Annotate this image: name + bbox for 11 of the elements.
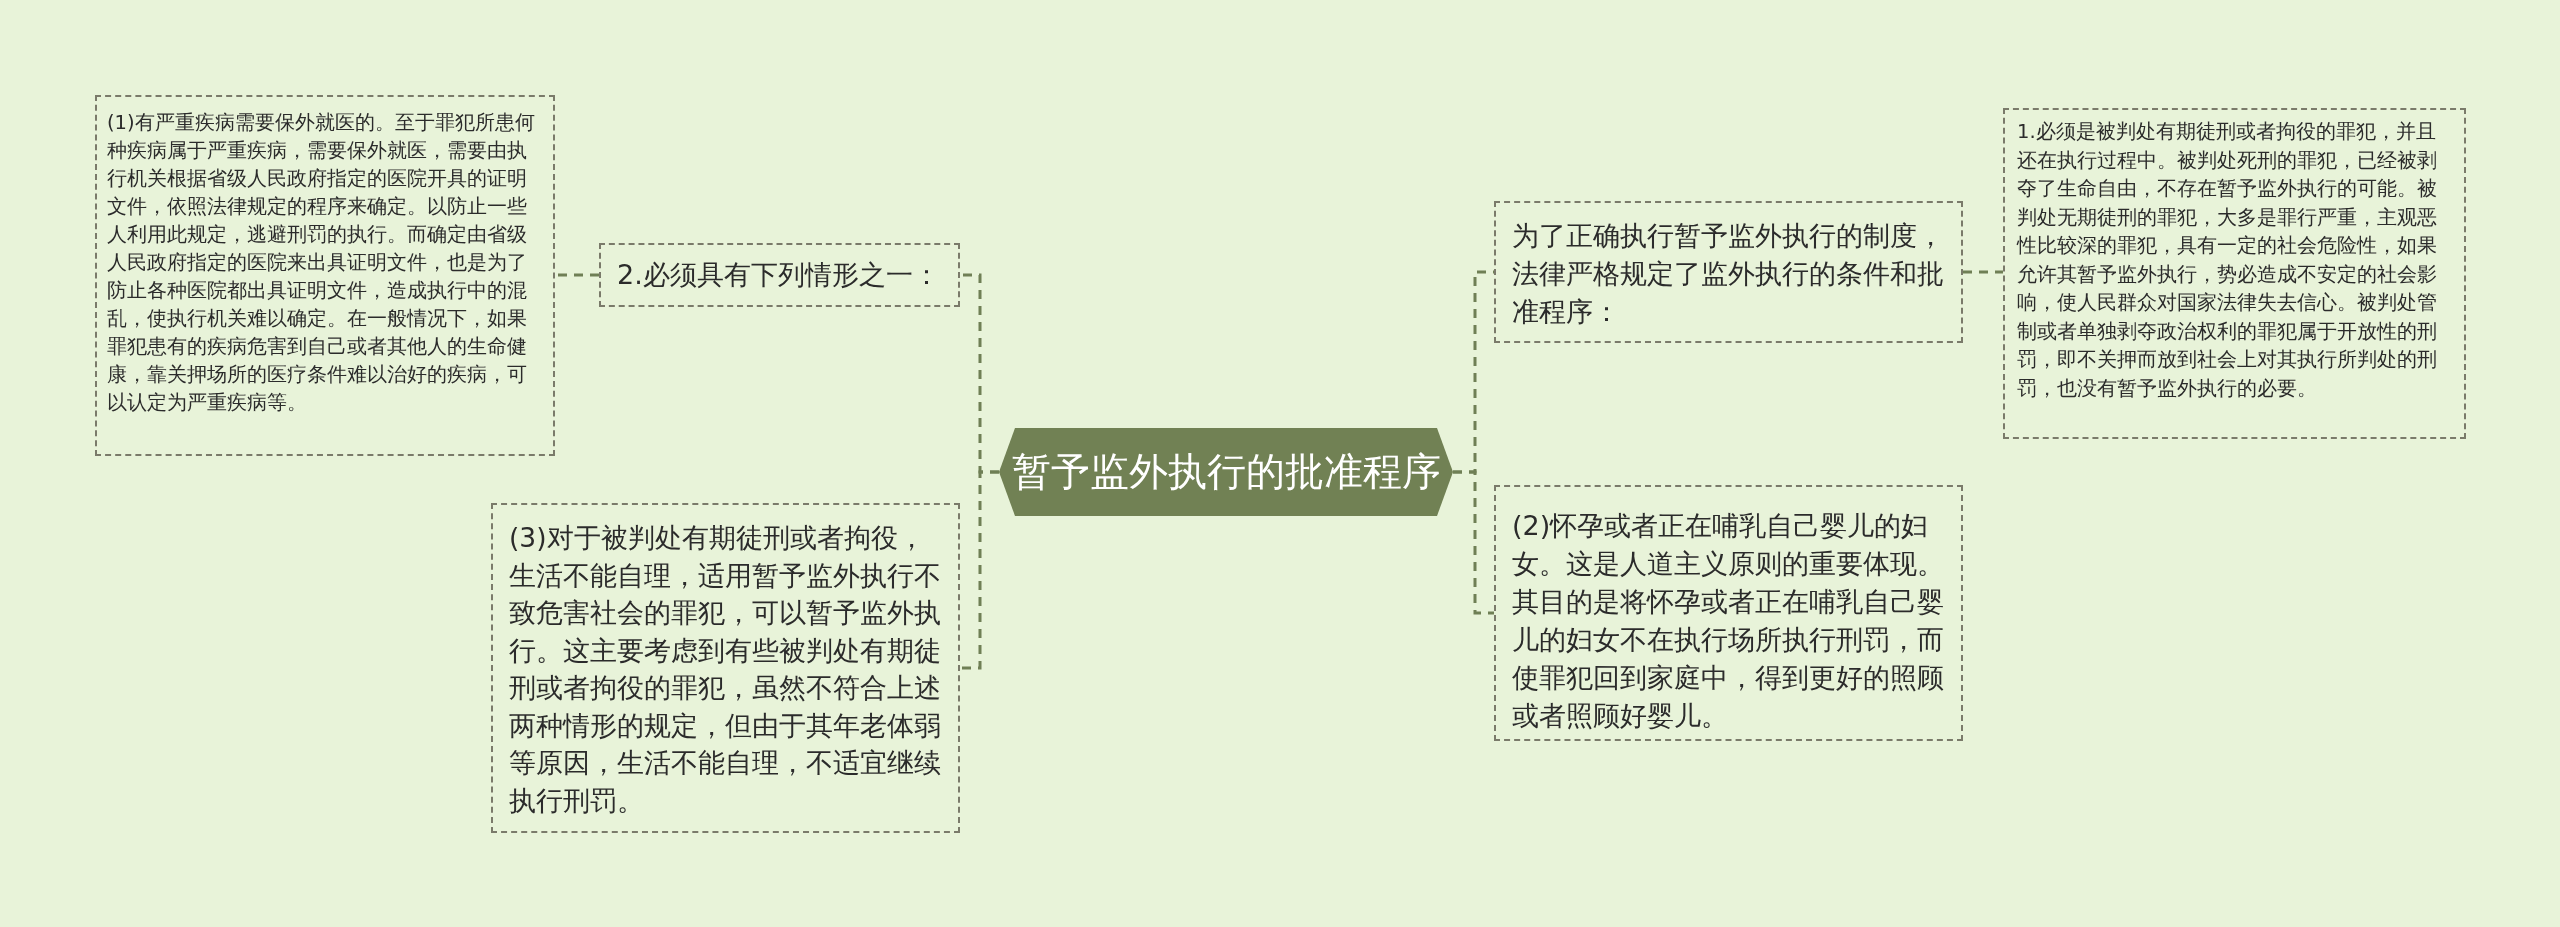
- connector-line: [1963, 270, 2003, 274]
- text-box: 为了正确执行暂予监外执行的制度，法律严格规定了监外执行的条件和批准程序：: [1494, 201, 1963, 343]
- connector-line: [1453, 470, 1494, 615]
- text-box: 1.必须是被判处有期徒刑或者拘役的罪犯，并且还在执行过程中。被判处死刑的罪犯，已经被剥夺了生命自由，不存在暂予监外执行的可能。被判处无期徒刑的罪犯，大多是罪行严重，主观恶性比较深的罪犯，具有一定的社会危险性，如果允许其暂予监外执行，势必造成不安定的社会影响，使人民群众对国家法律失去信心。被判处管制或者单独剥夺政治权利的罪犯属于开放性的刑罚，即不关押而放到社会上对其执行所判处的刑罚，也没有暂予监外执行的必要。: [2003, 108, 2466, 439]
- connector-line: [960, 470, 999, 670]
- connector-line: [555, 273, 599, 277]
- text-box: (2)怀孕或者正在哺乳自己婴儿的妇女。这是人道主义原则的重要体现。其目的是将怀孕或者正在哺乳自己婴儿的妇女不在执行场所执行刑罚，而使罪犯回到家庭中，得到更好的照顾或者照顾好婴儿。: [1494, 485, 1963, 741]
- text-box: (1)有严重疾病需要保外就医的。至于罪犯所患何种疾病属于严重疾病，需要保外就医，需要由执行机关根据省级人民政府指定的医院开具的证明文件，依照法律规定的程序来确定。以防止一些人利用此规定，逃避刑罚的执行。而确定由省级人民政府指定的医院来出具证明文件，也是为了防止各种医院都出具证明文件，造成执行中的混乱，使执行机关难以确定。在一般情况下，如果罪犯患有的疾病危害到自己或者其他人的生命健康，靠关押场所的医疗条件难以治好的疾病，可以认定为严重疾病等。: [95, 95, 555, 456]
- topic-hexagon: 暂予监外执行的批准程序: [999, 428, 1453, 516]
- text-box: 2.必须具有下列情形之一：: [599, 243, 960, 307]
- text-box: (3)对于被判处有期徒刑或者拘役，生活不能自理，适用暂予监外执行不致危害社会的罪犯，可以暂予监外执行。这主要考虑到有些被判处有期徒刑或者拘役的罪犯，虽然不符合上述两种情形的规定，但由于其年老体弱等原因，生活不能自理，不适宜继续执行刑罚。: [491, 503, 960, 833]
